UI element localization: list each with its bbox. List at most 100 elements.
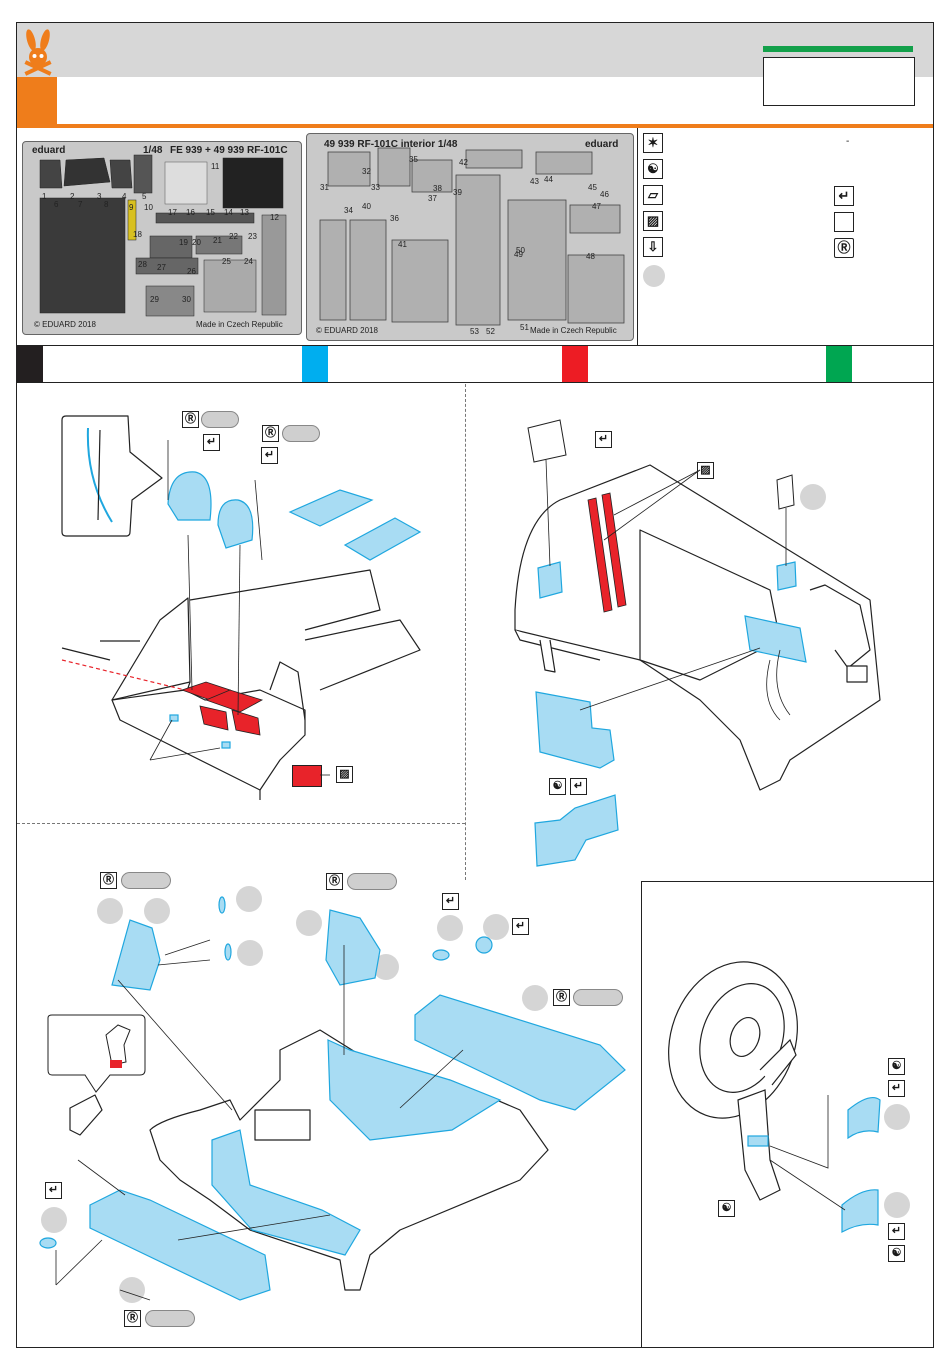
fret-right-part-number: 40 bbox=[362, 202, 371, 211]
star-icon: ✶ bbox=[643, 133, 663, 153]
fret-left-part-number: 11 bbox=[211, 162, 220, 171]
rsr-icon: Ⓡ bbox=[262, 425, 279, 442]
bend-arrow-icon: ↵ bbox=[442, 893, 459, 910]
step-circle bbox=[41, 1207, 67, 1233]
fret-left-part-number: 8 bbox=[104, 200, 109, 209]
fret-left-part-number: 5 bbox=[142, 192, 147, 201]
rsr-icon: Ⓡ bbox=[553, 989, 570, 1006]
page-frame bbox=[16, 22, 934, 1348]
step-circle bbox=[884, 1104, 910, 1130]
blank-box-icon bbox=[834, 212, 854, 232]
step-circle bbox=[522, 985, 548, 1011]
fret-right-part-number: 31 bbox=[320, 183, 329, 192]
fret-left-part-number: 21 bbox=[213, 236, 222, 245]
fret-left-part-number: 25 bbox=[222, 257, 231, 266]
bend-arrow-icon: ↵ bbox=[203, 434, 220, 451]
fret-left-part-number: 1 bbox=[42, 192, 47, 201]
hatched-part-icon: ▨ bbox=[697, 462, 714, 479]
fret-left-part-number: 23 bbox=[248, 232, 257, 241]
fret-right-part-number: 42 bbox=[459, 158, 468, 167]
title-box bbox=[763, 57, 915, 106]
step-circle bbox=[800, 484, 826, 510]
fret-right-brand: eduard bbox=[585, 139, 619, 150]
bend-arrow-icon: ↵ bbox=[834, 186, 854, 206]
fret-left-part-number: 7 bbox=[78, 200, 83, 209]
color-swatch-black bbox=[17, 346, 43, 382]
fret-right-code: 49 939 RF-101C interior 1/48 bbox=[324, 139, 458, 150]
yin-yang-icon: ☯ bbox=[888, 1245, 905, 1262]
fret-left-part-number: 26 bbox=[187, 267, 196, 276]
yin-yang-icon: ☯ bbox=[643, 159, 663, 179]
fret-left-part-number: 29 bbox=[150, 295, 159, 304]
rsr-icon: Ⓡ bbox=[124, 1310, 141, 1327]
fret-left-part-number: 13 bbox=[240, 208, 249, 217]
fret-right-part-number: 47 bbox=[592, 202, 601, 211]
fret-right-part-number: 44 bbox=[544, 175, 553, 184]
fret-right-origin: Made in Czech Republic bbox=[530, 326, 617, 335]
landing-gear-panel bbox=[641, 881, 934, 1348]
color-swatch-red bbox=[562, 346, 588, 382]
fret-right-part-number: 33 bbox=[371, 183, 380, 192]
rsr-icon: Ⓡ bbox=[182, 411, 199, 428]
yin-yang-icon: ☯ bbox=[888, 1058, 905, 1075]
fret-left-part-number: 3 bbox=[97, 192, 102, 201]
fret-left-code: FE 939 + 49 939 RF-101C bbox=[170, 145, 288, 156]
fret-right-part-number: 51 bbox=[520, 323, 529, 332]
fret-right-part-number: 41 bbox=[398, 240, 407, 249]
step-circle bbox=[119, 1277, 145, 1303]
step-circle bbox=[296, 910, 322, 936]
fret-left-part-number: 19 bbox=[179, 238, 188, 247]
bend-arrow-icon: ↵ bbox=[888, 1080, 905, 1097]
fret-left-part-number: 2 bbox=[70, 192, 75, 201]
step-circle bbox=[144, 898, 170, 924]
fret-left-part-number: 12 bbox=[270, 213, 279, 222]
fret-right-part-number: 49 bbox=[514, 250, 523, 259]
step-circle bbox=[237, 940, 263, 966]
bend-arrow-icon: ↵ bbox=[45, 1182, 62, 1199]
fret-left-part-number: 22 bbox=[229, 232, 238, 241]
rsr-icon: Ⓡ bbox=[100, 872, 117, 889]
rsr-icon: Ⓡ bbox=[834, 238, 854, 258]
fret-left-part-number: 6 bbox=[54, 200, 59, 209]
fret-left-part-number: 17 bbox=[168, 208, 177, 217]
fret-left-part-number: 10 bbox=[144, 203, 153, 212]
fret-right-part-number: 50 bbox=[516, 246, 525, 255]
fret-right-part-number: 53 bbox=[470, 327, 479, 336]
step-circle bbox=[97, 898, 123, 924]
fret-left-part-number: 28 bbox=[138, 260, 147, 269]
legend-step-circle bbox=[643, 265, 665, 287]
step-circle bbox=[884, 1192, 910, 1218]
part-number-pill bbox=[201, 411, 239, 428]
color-swatch-blue bbox=[302, 346, 328, 382]
fret-left-part-number: 9 bbox=[129, 203, 134, 212]
hatched-part-icon: ▨ bbox=[643, 211, 663, 231]
part-number-pill bbox=[145, 1310, 195, 1327]
fret-right-part-number: 43 bbox=[530, 177, 539, 186]
fret-left-part-number: 15 bbox=[206, 208, 215, 217]
step-circle bbox=[236, 886, 262, 912]
part-number-pill bbox=[347, 873, 397, 890]
fret-right-part-number: 38 bbox=[433, 184, 442, 193]
part-number-pill bbox=[121, 872, 171, 889]
bend-arrow-icon: ↵ bbox=[888, 1223, 905, 1240]
step-circle bbox=[373, 954, 399, 980]
red-paint-swatch bbox=[292, 765, 322, 787]
fret-left bbox=[22, 141, 302, 335]
rsr-icon: Ⓡ bbox=[326, 873, 343, 890]
fret-left-part-number: 16 bbox=[186, 208, 195, 217]
bend-arrow-icon: ↵ bbox=[595, 431, 612, 448]
fret-left-copyright: © EDUARD 2018 bbox=[34, 320, 96, 329]
fret-left-part-number: 24 bbox=[244, 257, 253, 266]
fret-right-part-number: 32 bbox=[362, 167, 371, 176]
fret-right-part-number: 46 bbox=[600, 190, 609, 199]
legend-divider bbox=[637, 128, 638, 345]
step-circle bbox=[483, 914, 509, 940]
yin-yang-icon: ☯ bbox=[718, 1200, 735, 1217]
header-rule bbox=[17, 124, 933, 128]
fret-left-scale: 1/48 bbox=[143, 145, 163, 156]
bend-arrow-icon: ↵ bbox=[512, 918, 529, 935]
fret-left-part-number: 4 bbox=[122, 192, 127, 201]
fret-left-part-number: 18 bbox=[133, 230, 142, 239]
fret-right-part-number: 37 bbox=[428, 194, 437, 203]
fret-right-part-number: 45 bbox=[588, 183, 597, 192]
